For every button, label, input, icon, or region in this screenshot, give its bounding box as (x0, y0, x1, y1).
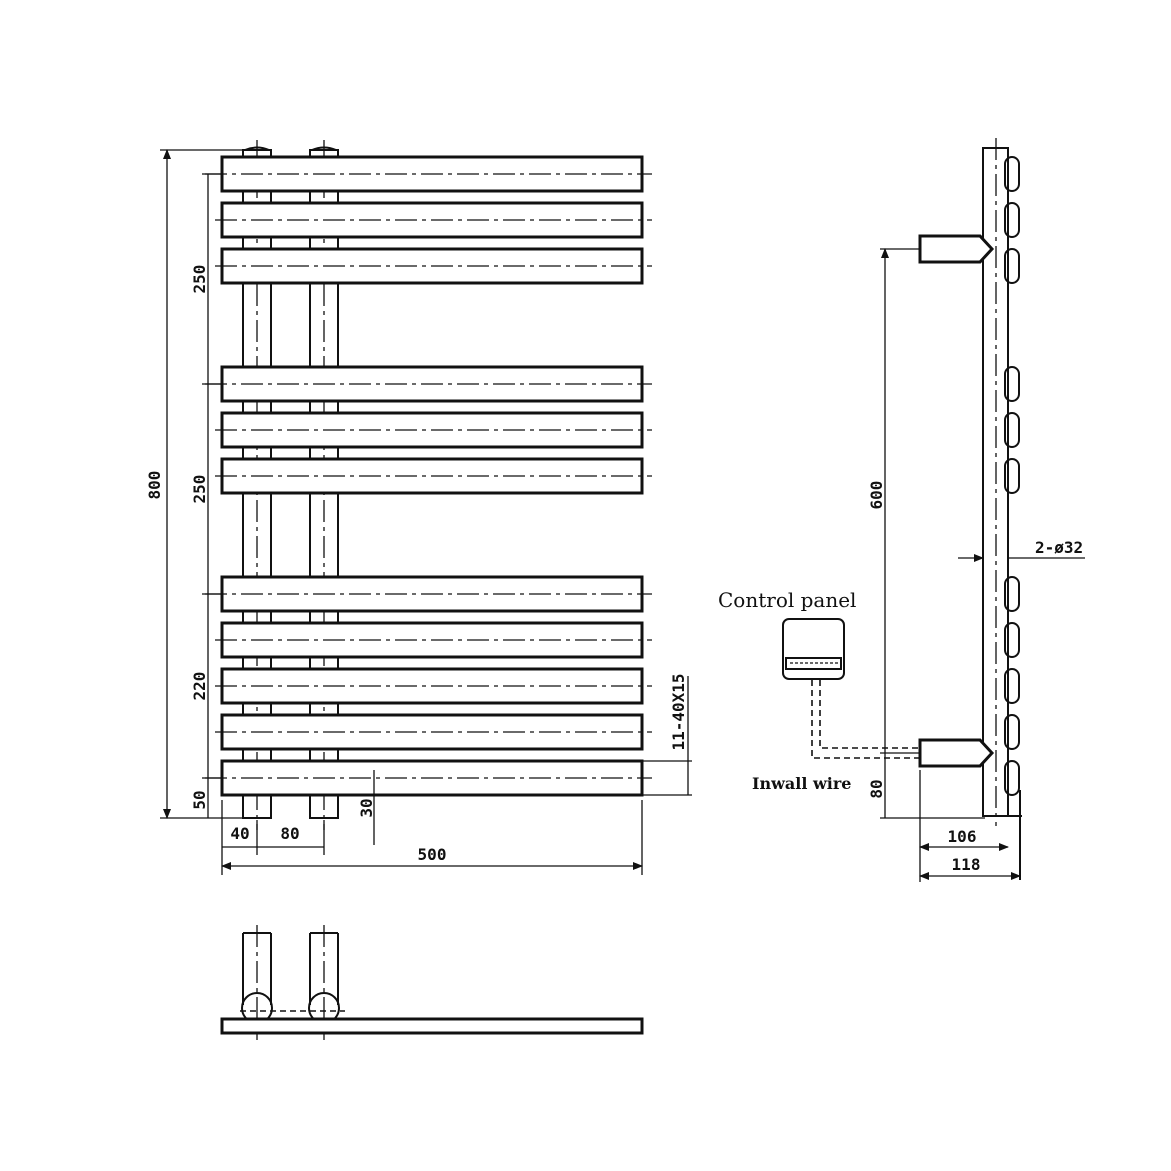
dim-wall-depth-inner: 106 (948, 827, 977, 846)
control-panel-box (782, 618, 845, 680)
front-dimensions: 800 250 250 220 50 30 40 80 500 11-40X15 (145, 149, 692, 875)
dim-bracket-bottom: 80 (867, 779, 886, 798)
dim-bar-spec: 11-40X15 (669, 673, 688, 750)
dim-overall-width: 500 (418, 845, 447, 864)
side-dimensions: 600 80 106 118 2-ø32 (867, 248, 1085, 882)
lower-wall-bracket (918, 738, 995, 768)
upper-wall-bracket (918, 234, 995, 264)
dim-section-top: 250 (190, 265, 209, 294)
front-view (205, 140, 652, 830)
control-panel-label: Control panel (718, 588, 856, 612)
dim-pipe-drop: 30 (357, 798, 376, 817)
dim-pipe-offset: 40 (230, 824, 249, 843)
dim-bottom-offset: 50 (190, 790, 209, 809)
dim-pipe-spacing: 80 (280, 824, 299, 843)
right-pipe-cap (311, 146, 337, 151)
bar-centerlines (205, 173, 652, 779)
bar-end-profiles (1004, 156, 1020, 796)
left-pipe-cap (244, 146, 270, 151)
plan-view (220, 925, 644, 1040)
control-panel-assembly: Control panel Inwall wire (718, 588, 920, 793)
control-panel-display (785, 657, 842, 670)
inwall-wire-inner (819, 680, 920, 749)
dim-pipe-diameter: 2-ø32 (1035, 538, 1083, 557)
side-view (918, 138, 1022, 880)
dim-section-middle: 250 (190, 475, 209, 504)
dim-section-lower: 220 (190, 672, 209, 701)
inwall-wire-outer (811, 680, 920, 759)
dim-bracket-spacing: 600 (867, 481, 886, 510)
inwall-wire-label: Inwall wire (752, 774, 851, 793)
dim-wall-depth-outer: 118 (952, 855, 981, 874)
plan-bar (220, 1017, 644, 1035)
dim-overall-height: 800 (145, 471, 164, 500)
